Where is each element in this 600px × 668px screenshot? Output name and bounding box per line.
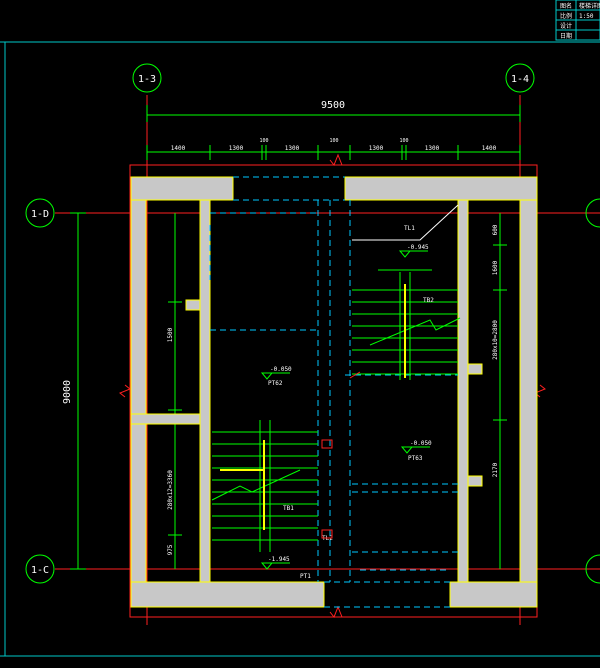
dim-right-top: 600 [492,224,499,235]
dim-left-flight: 1500 [167,327,174,342]
label-tl1: TL1 [404,225,415,232]
svg-text:-0.050: -0.050 [410,440,432,447]
title-value-1: 楼梯详图 [579,2,600,10]
dim-seg-9: 1400 [482,145,497,152]
walls [130,176,538,608]
dimension-lines [70,105,521,570]
axis-bubble-right-top [585,198,600,228]
title-row-3: 设计 [560,22,572,30]
dim-seg-5: 100 [329,138,338,144]
axis-bubble-left-bottom: 1-C [25,554,55,584]
title-row-1: 图名 [560,2,572,10]
svg-text:1-C: 1-C [31,565,49,576]
label-tb2: TB2 [423,297,434,304]
axis-bubble-right-bottom [585,554,600,584]
level-mark-left-upper: -0.050 PT62 [260,366,292,387]
dim-left-run: 280x12=3360 [167,470,174,510]
drawing-frame [0,41,600,657]
dim-seg-8: 1300 [425,145,440,152]
dim-overall-height: 9000 [62,380,73,404]
axis-bubble-top-right: 1-4 [505,63,535,93]
dim-overall-width: 9500 [321,100,345,111]
dim-seg-2: 1300 [229,145,244,152]
label-tb1: TB1 [283,505,294,512]
left-stair-rebar [220,440,265,530]
title-row-4: 日期 [560,32,572,40]
axis-bubble-left-top: 1-D [25,198,55,228]
dim-right-run: 280x10=2800 [492,320,499,360]
dim-seg-7: 100 [399,138,408,144]
hidden-lines [209,176,458,608]
dim-right-low: 2170 [492,462,499,477]
svg-text:PT62: PT62 [268,380,283,387]
svg-text:-0.050: -0.050 [270,366,292,373]
level-mark-right-landing: -0.050 PT63 [400,440,432,462]
level-mark-right-top: -0.945 [398,244,429,258]
dim-seg-6: 1300 [369,145,384,152]
label-pt: PT1 [300,573,311,580]
axis-bubble-top-left: 1-3 [132,63,162,93]
dim-left-mid: 975 [167,544,174,555]
svg-text:1-D: 1-D [31,209,49,220]
dim-seg-1: 1400 [171,145,186,152]
drain-markers [321,371,361,539]
dim-seg-4: 1300 [285,145,300,152]
title-row-2: 比例 [560,12,572,20]
title-value-2: 1:50 [579,13,594,20]
level-mark-left-lower: -1.945 [260,556,290,570]
svg-text:1-4: 1-4 [511,74,529,85]
dim-right-mid: 1600 [492,260,499,275]
title-block: 图名 比例 设计 日期 楼梯详图 1:50 [555,0,600,41]
svg-text:1-3: 1-3 [138,74,156,85]
svg-text:-0.945: -0.945 [407,244,429,251]
dim-seg-3: 100 [259,138,268,144]
svg-text:PT63: PT63 [408,455,423,462]
svg-text:-1.945: -1.945 [268,556,290,563]
